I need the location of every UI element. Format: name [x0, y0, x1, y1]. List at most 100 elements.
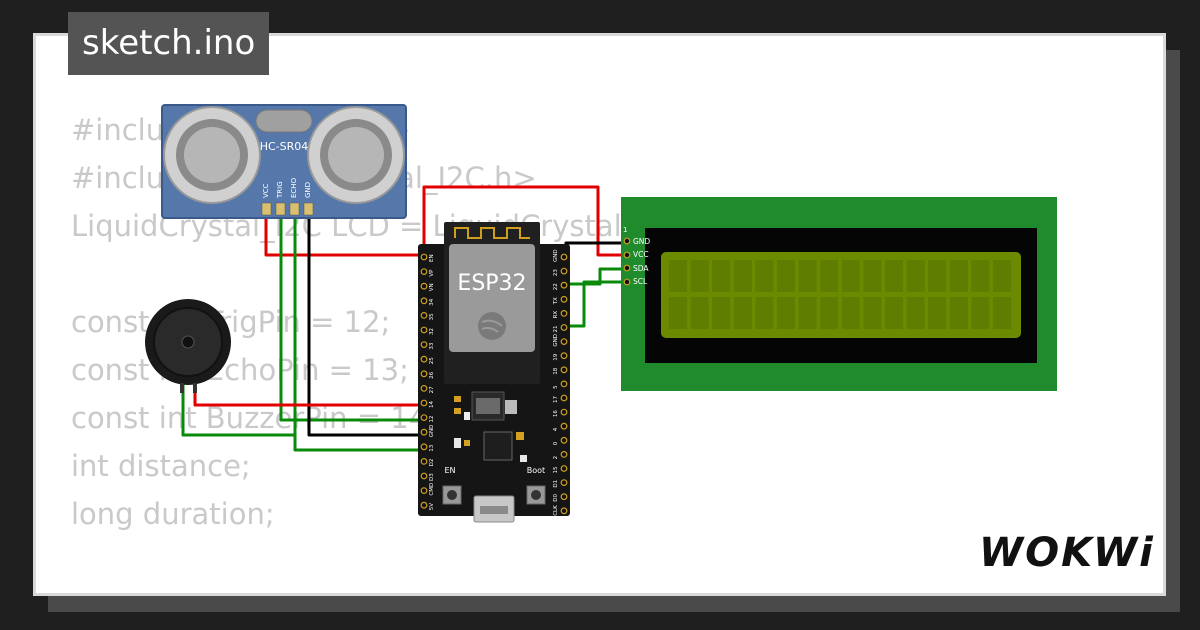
esp32-pin-left[interactable] [420, 443, 428, 451]
esp32-pin-right[interactable] [560, 267, 568, 275]
lcd-display[interactable]: 1 GND VCC SDA SCL [621, 197, 1057, 391]
lcd-char-cell [777, 260, 795, 292]
lcd-pin-sda[interactable] [623, 264, 631, 272]
esp32-pin-label: D1 [553, 480, 559, 488]
lcd-char-cell [841, 260, 860, 292]
sensor-pin-vcc-label: VCC [262, 183, 270, 198]
esp32-pin-right[interactable] [560, 422, 568, 430]
lcd-char-cell [841, 297, 860, 329]
esp32-pin-left[interactable] [420, 458, 428, 465]
sensor-pin-vcc[interactable] [261, 202, 272, 216]
esp32-pin-left[interactable] [420, 501, 428, 509]
esp32-pin-label: 2 [553, 456, 559, 460]
lcd-char-cell [733, 260, 752, 292]
wire-lcd-scl[interactable] [566, 280, 626, 328]
file-tab-label: sketch.ino [82, 23, 256, 63]
esp32-pin-left[interactable] [420, 355, 428, 363]
esp32-pin-left[interactable] [420, 297, 428, 305]
lcd-pin-gnd-label: GND [633, 237, 650, 246]
code-line[interactable]: long duration; [71, 497, 275, 531]
esp32-pin-right[interactable] [560, 338, 568, 346]
esp32-pin-label: 15 [553, 466, 559, 473]
boot-label: Boot [527, 466, 545, 475]
buzzer[interactable] [145, 299, 231, 393]
lcd-char-cell [690, 260, 709, 292]
esp32-pin-left[interactable] [420, 326, 428, 334]
lcd-char-cell [906, 297, 925, 329]
esp32-pin-left[interactable] [420, 472, 428, 480]
sensor-pin-trig[interactable] [275, 202, 286, 216]
esp32-pin-left[interactable] [420, 282, 428, 290]
esp32-pin-left[interactable] [420, 253, 428, 261]
esp32-pin-label: 16 [553, 410, 559, 417]
lcd-pin-scl[interactable] [623, 278, 631, 286]
wire-lcd-gnd[interactable] [564, 241, 626, 255]
esp32-pin-left[interactable] [420, 428, 428, 436]
wire-sensor-vcc[interactable] [264, 215, 424, 257]
esp32-pin-right[interactable] [560, 295, 568, 303]
sensor-pin-gnd[interactable] [303, 202, 314, 216]
lcd-char-cell [928, 297, 947, 329]
lcd-pin-vcc[interactable] [623, 251, 631, 259]
esp32-pin-right[interactable] [560, 493, 568, 501]
lcd-pin1-marker: 1 [623, 226, 627, 234]
esp32-pin-left[interactable] [420, 385, 428, 392]
esp32-pin-left[interactable] [420, 370, 428, 378]
lcd-char-cell [993, 260, 1011, 292]
lcd-char-cell [798, 297, 817, 329]
esp32-pin-label: D3 [429, 473, 435, 481]
espressif-logo-icon [478, 312, 506, 340]
esp32-pin-left[interactable] [420, 268, 428, 276]
esp32-pin-right[interactable] [560, 465, 568, 472]
esp32-pin-label: 33 [429, 342, 435, 349]
lcd-char-cell [820, 260, 839, 292]
esp32-pin-right[interactable] [560, 310, 568, 317]
lcd-char-cell [712, 297, 731, 329]
lcd-char-cell [669, 260, 687, 292]
esp32-pin-right[interactable] [560, 451, 568, 458]
ultrasonic-sensor[interactable]: HC-SR04 VCC TRIG ECHO GND [161, 104, 407, 219]
esp32-pin-right[interactable] [560, 394, 568, 402]
esp32-pin-label: 4 [553, 427, 559, 431]
esp32-pin-left[interactable] [420, 414, 428, 422]
esp32-pin-right[interactable] [560, 352, 568, 360]
esp32-pin-label: D0 [553, 493, 559, 501]
sensor-pin-echo[interactable] [289, 202, 300, 216]
esp32-pin-right[interactable] [560, 253, 568, 261]
file-tab[interactable]: sketch.ino [68, 12, 270, 75]
lcd-char-cell [993, 297, 1011, 329]
lcd-char-cell [777, 297, 795, 329]
lcd-char-cell [690, 297, 709, 329]
esp32-pin-right[interactable] [560, 436, 568, 444]
esp32-pin-label: 32 [429, 328, 435, 335]
wire-sensor-echo[interactable] [293, 215, 424, 452]
esp32-pin-left[interactable] [420, 487, 428, 495]
esp32-pin-right[interactable] [560, 408, 568, 416]
esp32-pin-label: D2 [429, 459, 435, 467]
lcd-char-cell [863, 260, 882, 292]
wire-buzzer-neg[interactable] [181, 375, 295, 437]
esp32-pin-left[interactable] [420, 312, 428, 319]
esp32-board[interactable]: ESP32 EN Boot ENVPVN343532332526271412GN… [418, 222, 570, 523]
esp32-pin-label: VP [429, 269, 435, 277]
esp32-pin-right[interactable] [560, 366, 568, 374]
esp32-pin-right[interactable] [560, 281, 568, 289]
code-line[interactable]: int distance; [71, 449, 251, 483]
lcd-char-cell [971, 297, 990, 329]
esp32-pin-right[interactable] [560, 507, 568, 515]
esp32-pin-left[interactable] [420, 341, 428, 349]
wire-sensor-gnd[interactable] [307, 215, 424, 437]
wire-lcd-vcc[interactable] [422, 185, 626, 257]
esp32-pin-label: 25 [429, 357, 435, 364]
code-line[interactable]: const int EchoPin = 13; [71, 353, 409, 387]
lcd-char-cell [798, 260, 817, 292]
lcd-char-cell [712, 260, 731, 292]
wire-sensor-trig[interactable] [279, 215, 424, 422]
esp32-pin-left[interactable] [420, 399, 428, 407]
lcd-pin-gnd[interactable] [623, 237, 631, 245]
esp32-pin-right[interactable] [560, 479, 568, 487]
esp32-pin-label: GND [429, 425, 435, 438]
esp32-pin-right[interactable] [560, 380, 568, 388]
lcd-pin-scl-label: SCL [633, 277, 648, 286]
esp32-pin-right[interactable] [560, 324, 568, 331]
